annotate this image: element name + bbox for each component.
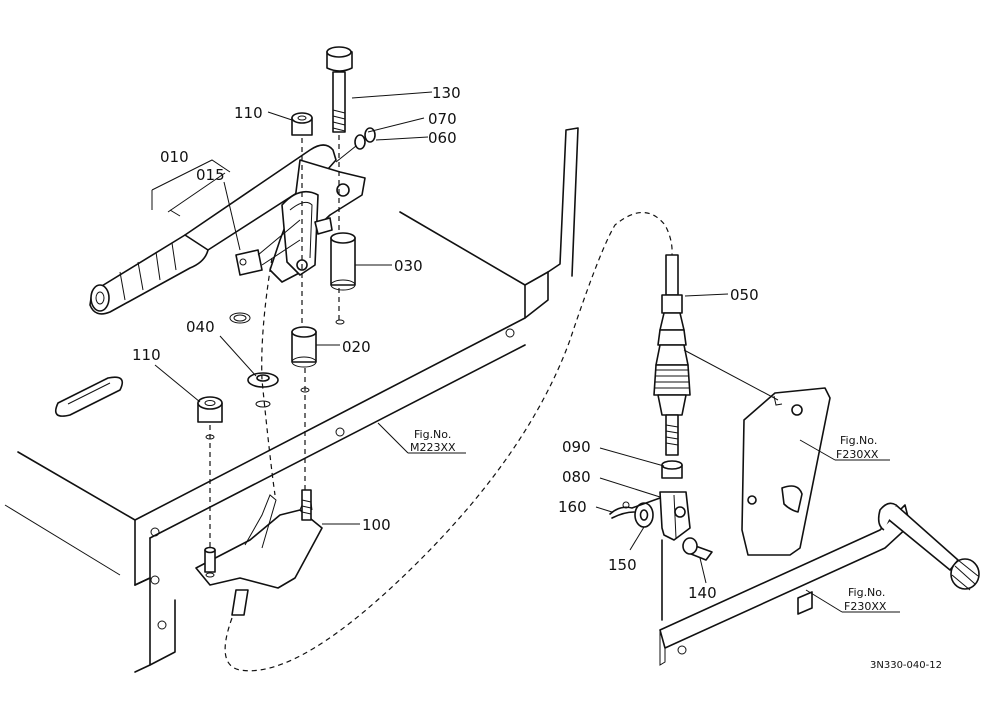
label-020: 020: [342, 338, 371, 356]
label-040: 040: [186, 318, 215, 336]
fig-ref-f230b-line2: F230XX: [844, 600, 887, 613]
pedal-arm-plate: [741, 387, 831, 556]
label-140: 140: [688, 584, 717, 602]
label-130: 130: [432, 84, 461, 102]
spacer-020: [291, 326, 317, 495]
label-030: 030: [394, 257, 423, 275]
label-110-upper: 110: [234, 104, 263, 122]
label-090: 090: [562, 438, 591, 456]
label-015: 015: [196, 166, 225, 184]
frame-panel: [4, 127, 579, 673]
collar-nut-110-lower: [197, 396, 223, 548]
cross-shaft: [659, 502, 980, 666]
drawing-code: 3N330-040-12: [870, 660, 942, 671]
leader-lines: [154, 91, 900, 613]
label-080: 080: [562, 468, 591, 486]
clip-160: [609, 497, 661, 519]
fig-ref-m223-line1: Fig.No.: [414, 428, 451, 441]
figure-references: Fig.No. M223XX Fig.No. F230XX Fig.No. F2…: [410, 428, 887, 613]
bracket-100: [195, 489, 323, 616]
part-labels: 010 015 110 130 070 060 030 040 020 110 …: [132, 84, 759, 602]
brake-lever-assembly: [89, 144, 366, 315]
spacer-030: [330, 232, 356, 291]
clevis-080: [659, 491, 691, 621]
fig-ref-f230a-line2: F230XX: [836, 448, 879, 461]
collar-nut-110-upper: [291, 112, 313, 325]
fig-ref-m223-line2: M223XX: [410, 441, 456, 454]
label-050: 050: [730, 286, 759, 304]
label-070: 070: [428, 110, 457, 128]
bolt-130: [326, 46, 353, 325]
fig-ref-f230b-line1: Fig.No.: [848, 586, 885, 599]
label-160: 160: [558, 498, 587, 516]
washer-040: [247, 372, 279, 408]
nut-060-070: [335, 127, 376, 163]
label-010: 010: [160, 148, 189, 166]
label-150: 150: [608, 556, 637, 574]
label-060: 060: [428, 129, 457, 147]
brake-cable-050: [224, 212, 691, 672]
label-110-lower: 110: [132, 346, 161, 364]
fig-ref-f230a-line1: Fig.No.: [840, 434, 877, 447]
pin-140: [682, 537, 713, 561]
label-100: 100: [362, 516, 391, 534]
nut-090: [661, 460, 683, 479]
